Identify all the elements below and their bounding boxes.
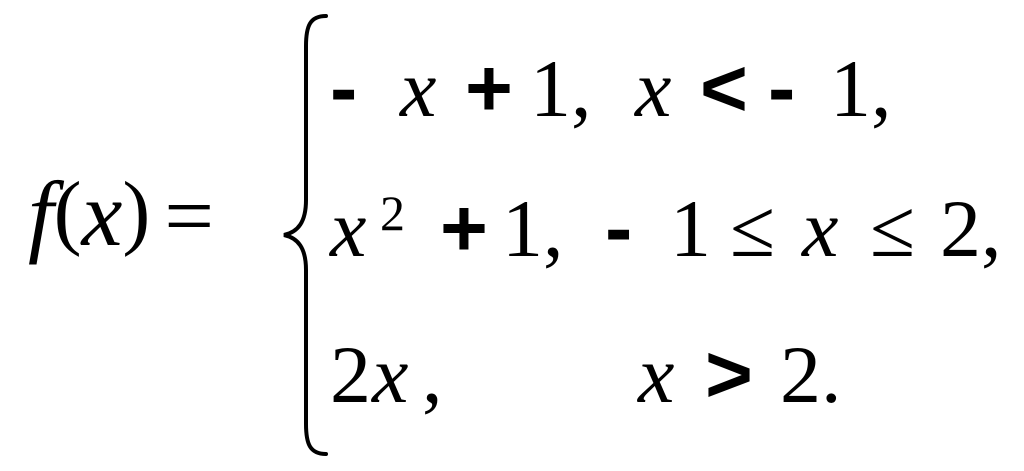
case-2-cond-two: 2,: [940, 183, 1002, 274]
case-1-minus: -: [330, 43, 358, 134]
case-3-greater-than: >: [705, 329, 753, 420]
case-2-x: x: [330, 183, 367, 274]
case-1-cond-x: x: [635, 43, 672, 134]
case-1-less-than: <: [700, 43, 748, 134]
close-paren: ): [122, 165, 151, 258]
case-3-cond-two: 2.: [780, 329, 842, 420]
function-name: f: [28, 163, 54, 265]
case-1-cond-one: 1,: [830, 43, 892, 134]
case-3-x: x: [372, 329, 409, 420]
case-1-cond-minus: -: [768, 43, 796, 134]
case-2-leq-2: ≤: [870, 183, 916, 274]
case-2-leq-1: ≤: [730, 183, 776, 274]
case-3-cond-x: x: [638, 329, 675, 420]
case-1-x: x: [400, 43, 437, 134]
equals-sign: =: [164, 168, 215, 265]
case-2-cond-minus: -: [605, 183, 633, 274]
case-1-one: 1,: [530, 43, 592, 134]
case-2-exponent: 2: [380, 185, 405, 241]
open-paren: (: [53, 165, 82, 258]
case-2-cond-x: x: [802, 183, 839, 274]
case-2-plus: +: [440, 183, 488, 274]
left-brace: [283, 14, 328, 456]
case-3-comma: ,: [422, 329, 443, 420]
case-2-one: 1,: [502, 183, 564, 274]
function-variable: x: [81, 163, 123, 265]
formula-lhs: f(x)=: [28, 168, 214, 261]
case-2-cond-one: 1: [670, 183, 711, 274]
case-1-plus: +: [465, 43, 513, 134]
case-3-two: 2: [330, 329, 371, 420]
